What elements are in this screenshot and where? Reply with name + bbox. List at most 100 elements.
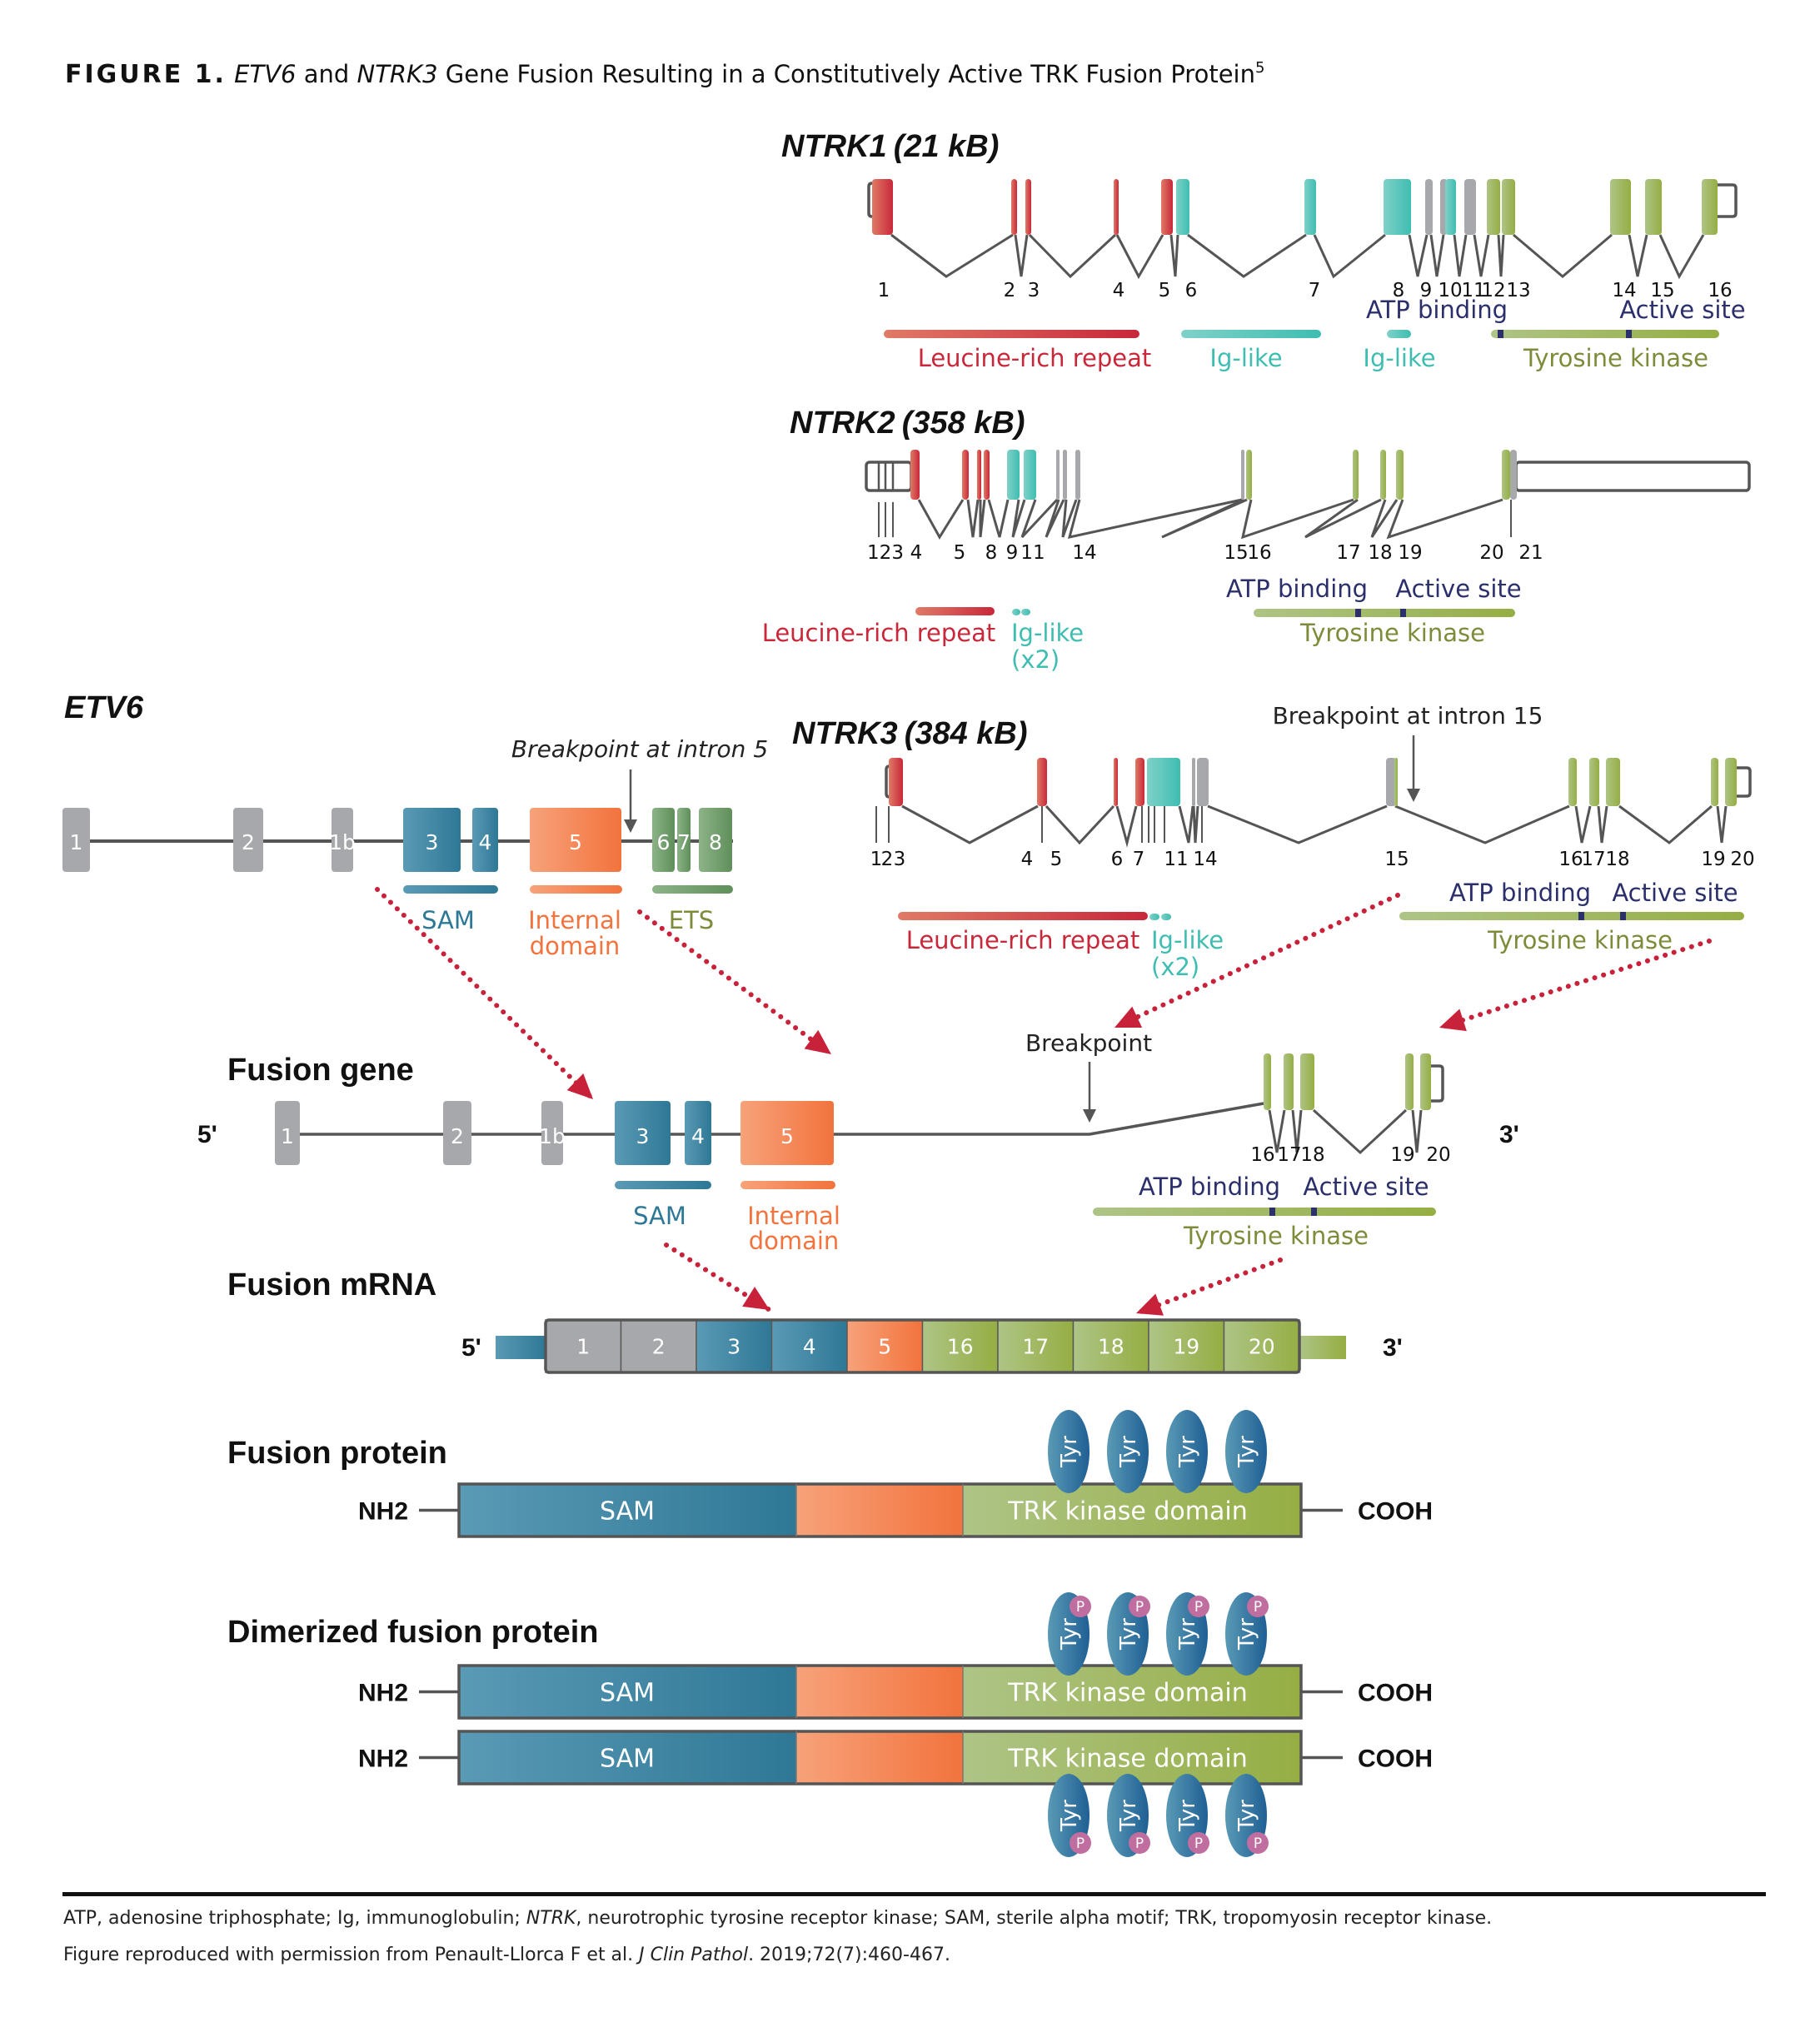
ntrk3-tk-bar [1399, 912, 1744, 920]
ntrk1-exon-4 [1114, 179, 1119, 235]
phospho-tyr-lower-label: Tyr [1057, 1800, 1082, 1832]
mrna-segment-label: 18 [1098, 1335, 1124, 1359]
fusion-gene-ntrk3-exon [1300, 1053, 1314, 1110]
dimer-lower-sam-label: SAM [600, 1745, 655, 1774]
fusion-mrna-5utr [496, 1336, 546, 1359]
etv6-exon-label: 1b [329, 830, 356, 854]
ntrk2-exon [1396, 450, 1404, 500]
ntrk2-name: NTRK2 [790, 406, 895, 441]
ntrk3-exon [1135, 758, 1144, 806]
etv6-exon-label: 8 [709, 830, 722, 854]
ntrk2-lrr-label: Leucine-rich repeat [762, 619, 996, 647]
ntrk3-exon [1568, 758, 1577, 806]
ntrk3-exon [1147, 758, 1180, 806]
mrna-segment-label: 16 [947, 1335, 974, 1359]
ntrk2-exon-label: 4 [910, 542, 923, 564]
dimer-upper-outline [457, 1664, 1303, 1720]
fusion-gene-exon-1 [275, 1101, 300, 1165]
ntrk2-exon-label: 9 [1006, 542, 1019, 564]
ntrk1-intron-14 [1628, 234, 1648, 277]
phospho-label: P [1254, 1835, 1262, 1852]
ntrk3-exon-label: 11 [1164, 849, 1188, 870]
ntrk3-exon-label: 6 [1111, 849, 1124, 870]
dimer-lower-nh2-label: NH2 [358, 1746, 408, 1773]
title-part: Gene Fusion Resulting in a Constitutivel… [438, 60, 1255, 88]
mrna-segment-label: 20 [1249, 1335, 1275, 1359]
etv6-exon-6 [652, 808, 675, 872]
ntrk3-exon-label: 1 [870, 849, 883, 870]
ntrk3-exon [1037, 758, 1047, 806]
ntrk2-tk-label: Tyrosine kinase [1299, 619, 1485, 647]
etv6-exon-label: 6 [657, 830, 671, 854]
etv6-ets-bar [652, 885, 733, 894]
fusion-protein-outline [457, 1482, 1303, 1538]
arrow-ntrk3-kinase-dots [1437, 939, 1712, 1030]
fusion-gene-intron [1291, 1109, 1303, 1153]
ntrk1-exon-7 [1304, 179, 1316, 235]
ntrk3-ig-count-label: (x2) [1151, 953, 1199, 981]
ntrk2-size: (358 kB) [902, 406, 1025, 441]
fusion-gene-ntrk3-exon-label: 19 [1390, 1144, 1414, 1166]
phospho-circle [1188, 1596, 1209, 1617]
ntrk3-ig-label: Ig-like [1151, 926, 1224, 954]
arrow-ntrk3-to-mrna-dots [1134, 1258, 1283, 1316]
mrna-segment-19 [1148, 1319, 1225, 1373]
ntrk1-active-marker [1626, 330, 1632, 338]
etv6-exon-label: 4 [479, 830, 492, 854]
footer-text-part: NTRK [526, 1908, 577, 1929]
etv6-exon-1b [332, 808, 353, 872]
ntrk1-3utr-bracket [1718, 183, 1738, 218]
dimer-upper-kinase-label: TRK kinase domain [1007, 1679, 1247, 1708]
fusion-gene-ntrk3-exon-label: 20 [1426, 1144, 1450, 1166]
phospho-circle [1070, 1832, 1091, 1854]
mrna-segment-label: 17 [1022, 1335, 1049, 1359]
ntrk1-exon-label: 14 [1612, 280, 1636, 301]
etv6-exon-label: 3 [426, 830, 439, 854]
phospho-tyr-upper-label: Tyr [1116, 1618, 1141, 1651]
etv6-breakpoint-arrow-head [624, 819, 637, 833]
fusion-gene-exon-label: 2 [451, 1124, 464, 1148]
ntrk2-atp-binding-label: ATP binding [1226, 575, 1368, 603]
ntrk2-intron [1061, 499, 1078, 538]
ntrk2-exon [1353, 450, 1359, 500]
ntrk3-3utr-bracket [1737, 766, 1752, 798]
ntrk1-intron-10 [1453, 234, 1468, 277]
footer-text-part: , neurotrophic tyrosine receptor kinase;… [576, 1908, 1492, 1929]
ntrk2-active-marker [1400, 609, 1406, 617]
dimer-lower-kinase-label: TRK kinase domain [1007, 1745, 1247, 1774]
ntrk1-intron-1 [890, 233, 1014, 278]
etv6-exon-3 [403, 808, 461, 872]
fusion-gene-ntrk3-exon [1284, 1053, 1294, 1110]
ntrk2-exon-label: 8 [985, 542, 998, 564]
dimer-lower-cooh-label: COOH [1358, 1746, 1433, 1773]
ntrk2-exon-label: 16 [1247, 542, 1271, 564]
fusion-mrna-5prime: 5' [461, 1334, 481, 1362]
ntrk1-exon-14 [1610, 179, 1631, 235]
etv6-sam-bar [403, 885, 498, 894]
ntrk3-exon [1197, 758, 1209, 806]
ntrk3-exon-label: 4 [1021, 849, 1034, 870]
ntrk1-tk-bar [1491, 330, 1719, 338]
ntrk2-intron [979, 499, 986, 538]
ntrk3-exon [1711, 758, 1718, 806]
ntrk1-domain-label: Tyrosine kinase [1523, 344, 1708, 372]
figure-label: FIGURE 1. [65, 60, 227, 89]
ntrk1-exon-6 [1176, 179, 1189, 235]
ntrk3-lrr-label: Leucine-rich repeat [906, 926, 1140, 954]
ntrk3-active-site-label: Active site [1612, 879, 1738, 907]
dimer-upper-sam-domain [459, 1666, 796, 1718]
arrow-sam-to-fusion-head [566, 1073, 593, 1099]
dimer-lower-sam-domain [459, 1731, 796, 1784]
ntrk3-exon [1589, 758, 1599, 806]
ntrk3-exon-15-green [1394, 758, 1398, 806]
mrna-segment-label: 5 [878, 1335, 891, 1359]
fusion-gene-exon-label: 5 [780, 1124, 794, 1148]
ntrk2-exon [977, 450, 981, 500]
fusion-gene-5prime: 5' [197, 1121, 217, 1148]
etv6-exon-label: 5 [569, 830, 582, 854]
ntrk1-exon-label: 2 [1004, 280, 1016, 301]
ntrk1-exon-label: 8 [1393, 280, 1405, 301]
ntrk2-atp-marker [1355, 609, 1361, 617]
phospho-circle [1129, 1596, 1150, 1617]
